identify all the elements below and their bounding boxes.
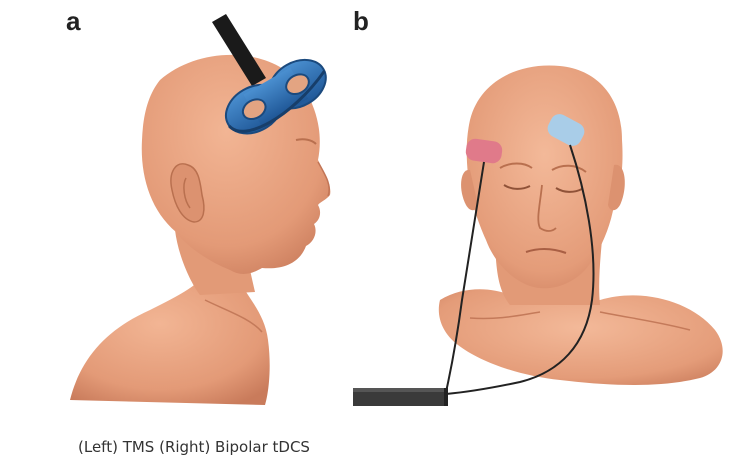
figure-eight-coil-icon [212, 14, 327, 135]
tms-head-figure [70, 14, 331, 405]
tms-torso [70, 280, 270, 405]
red-electrode-pad-icon [465, 138, 503, 164]
figure-caption: (Left) TMS (Right) Bipolar tDCS [78, 438, 310, 456]
red-electrode-wire [445, 161, 485, 393]
coil-handle [212, 14, 266, 86]
blue-electrode-wire [445, 144, 595, 395]
panel-label-b: b [353, 6, 369, 36]
blue-electrode-pad-icon [547, 114, 585, 146]
tdcs-head [466, 65, 623, 289]
tdcs-head-figure [353, 65, 723, 406]
panel-label-a: a [66, 6, 81, 36]
tdcs-stimulator-box-icon [353, 388, 448, 406]
tms-ear [170, 163, 205, 223]
